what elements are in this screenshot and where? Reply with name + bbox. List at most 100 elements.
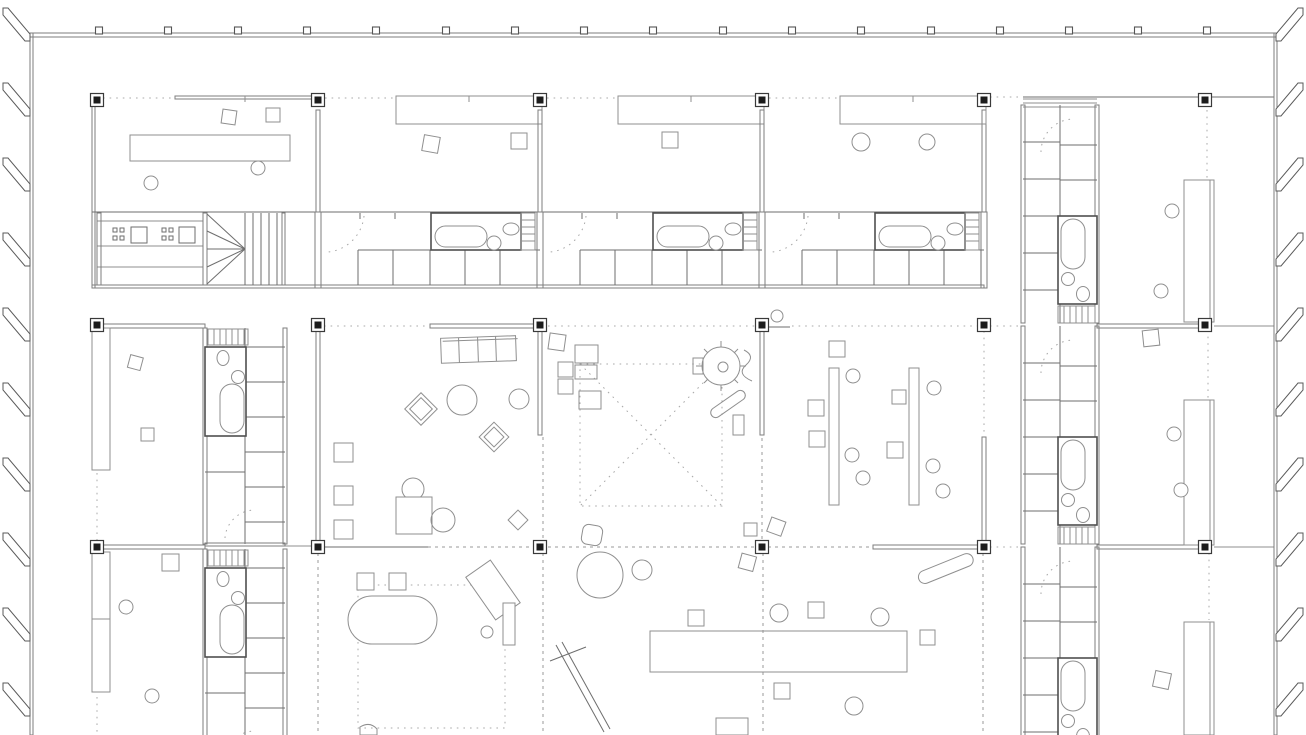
side-table [508,388,530,410]
chair [661,131,679,149]
stool [918,133,936,151]
cooktop [112,226,148,244]
freestanding-bathtub [347,595,438,645]
long-table [828,367,840,506]
pouf [359,723,378,735]
chair [126,354,144,372]
room-left-bottom [91,551,180,704]
stool [919,629,936,646]
chair [1151,669,1173,691]
stool [743,522,758,537]
stool [828,340,846,358]
desk [129,134,291,162]
table-cluster [547,332,602,410]
stool [118,599,134,615]
stool [886,441,904,459]
side-table [507,509,529,531]
wall-desk [91,327,111,471]
lounge-chair [478,421,510,453]
round-table [446,384,478,416]
room-left-middle [91,327,155,471]
stool [773,682,791,700]
facade-fins-right [1275,7,1304,717]
stool [715,717,749,735]
stool [807,399,825,417]
meeting-bay [766,340,951,537]
chair [333,485,354,506]
void-opening [579,363,723,507]
bench [710,389,746,419]
stool [1153,283,1169,299]
stool [250,160,266,176]
right-band-row-2 [1020,325,1100,545]
stool [143,175,159,191]
stool [687,609,705,627]
chair [265,107,281,123]
stool [870,607,890,627]
void-bay [547,309,784,547]
bedroom-unit-1 [314,95,543,289]
stool [844,447,860,463]
outer-wall-right [1273,32,1278,735]
stool [1164,203,1180,219]
sofa [440,335,518,364]
shelf [502,602,516,646]
lounge-bay [333,335,530,540]
common-room [129,107,291,191]
stool [144,688,160,704]
stool [480,625,494,639]
stool [770,309,784,323]
wall-desk [1183,621,1215,735]
stool [356,572,375,591]
outer-wall-left [29,32,34,735]
right-band-row-1 [1020,104,1100,324]
bedroom-unit-furniture [421,131,936,154]
stool [851,132,871,152]
left-band-row-3 [202,548,288,735]
bedroom-unit-3 [758,95,987,289]
lounge-chair [404,392,438,426]
kitchen [96,212,208,286]
stool [769,603,789,623]
bench [917,553,974,584]
dining-bay [549,551,974,735]
long-dining-table [649,630,908,673]
stool [855,470,871,486]
stool [631,559,653,581]
leaning-ladder [549,641,611,733]
stool [388,572,407,591]
long-table [908,367,920,506]
cooktop [161,226,196,244]
chair [510,132,528,150]
potted-plant [692,341,753,391]
stool [1166,426,1182,442]
pouf [580,523,604,547]
stool [891,389,907,405]
bath-bay [347,559,521,735]
stool [845,368,861,384]
armchair-with-pouf [395,477,456,535]
chair [140,427,155,442]
stool [732,414,745,436]
bedroom-unit-2 [536,95,765,289]
winder-stair [206,212,286,286]
left-band-row-2 [202,327,288,547]
big-round-table [576,551,624,599]
stool [926,380,942,396]
room-right-middle [1141,328,1215,546]
stool [925,458,941,474]
room-right-bottom [1151,621,1215,735]
rug [357,584,506,729]
stool [808,430,826,448]
left-wing-wall [91,95,96,289]
stool [844,696,864,716]
room-right-top [1153,179,1215,323]
stool [766,516,787,537]
grid-columns [89,92,1213,555]
chair [1141,328,1161,348]
stool [1173,482,1189,498]
chair [333,442,354,463]
chair [161,553,180,572]
hose-squiggle [741,349,753,382]
